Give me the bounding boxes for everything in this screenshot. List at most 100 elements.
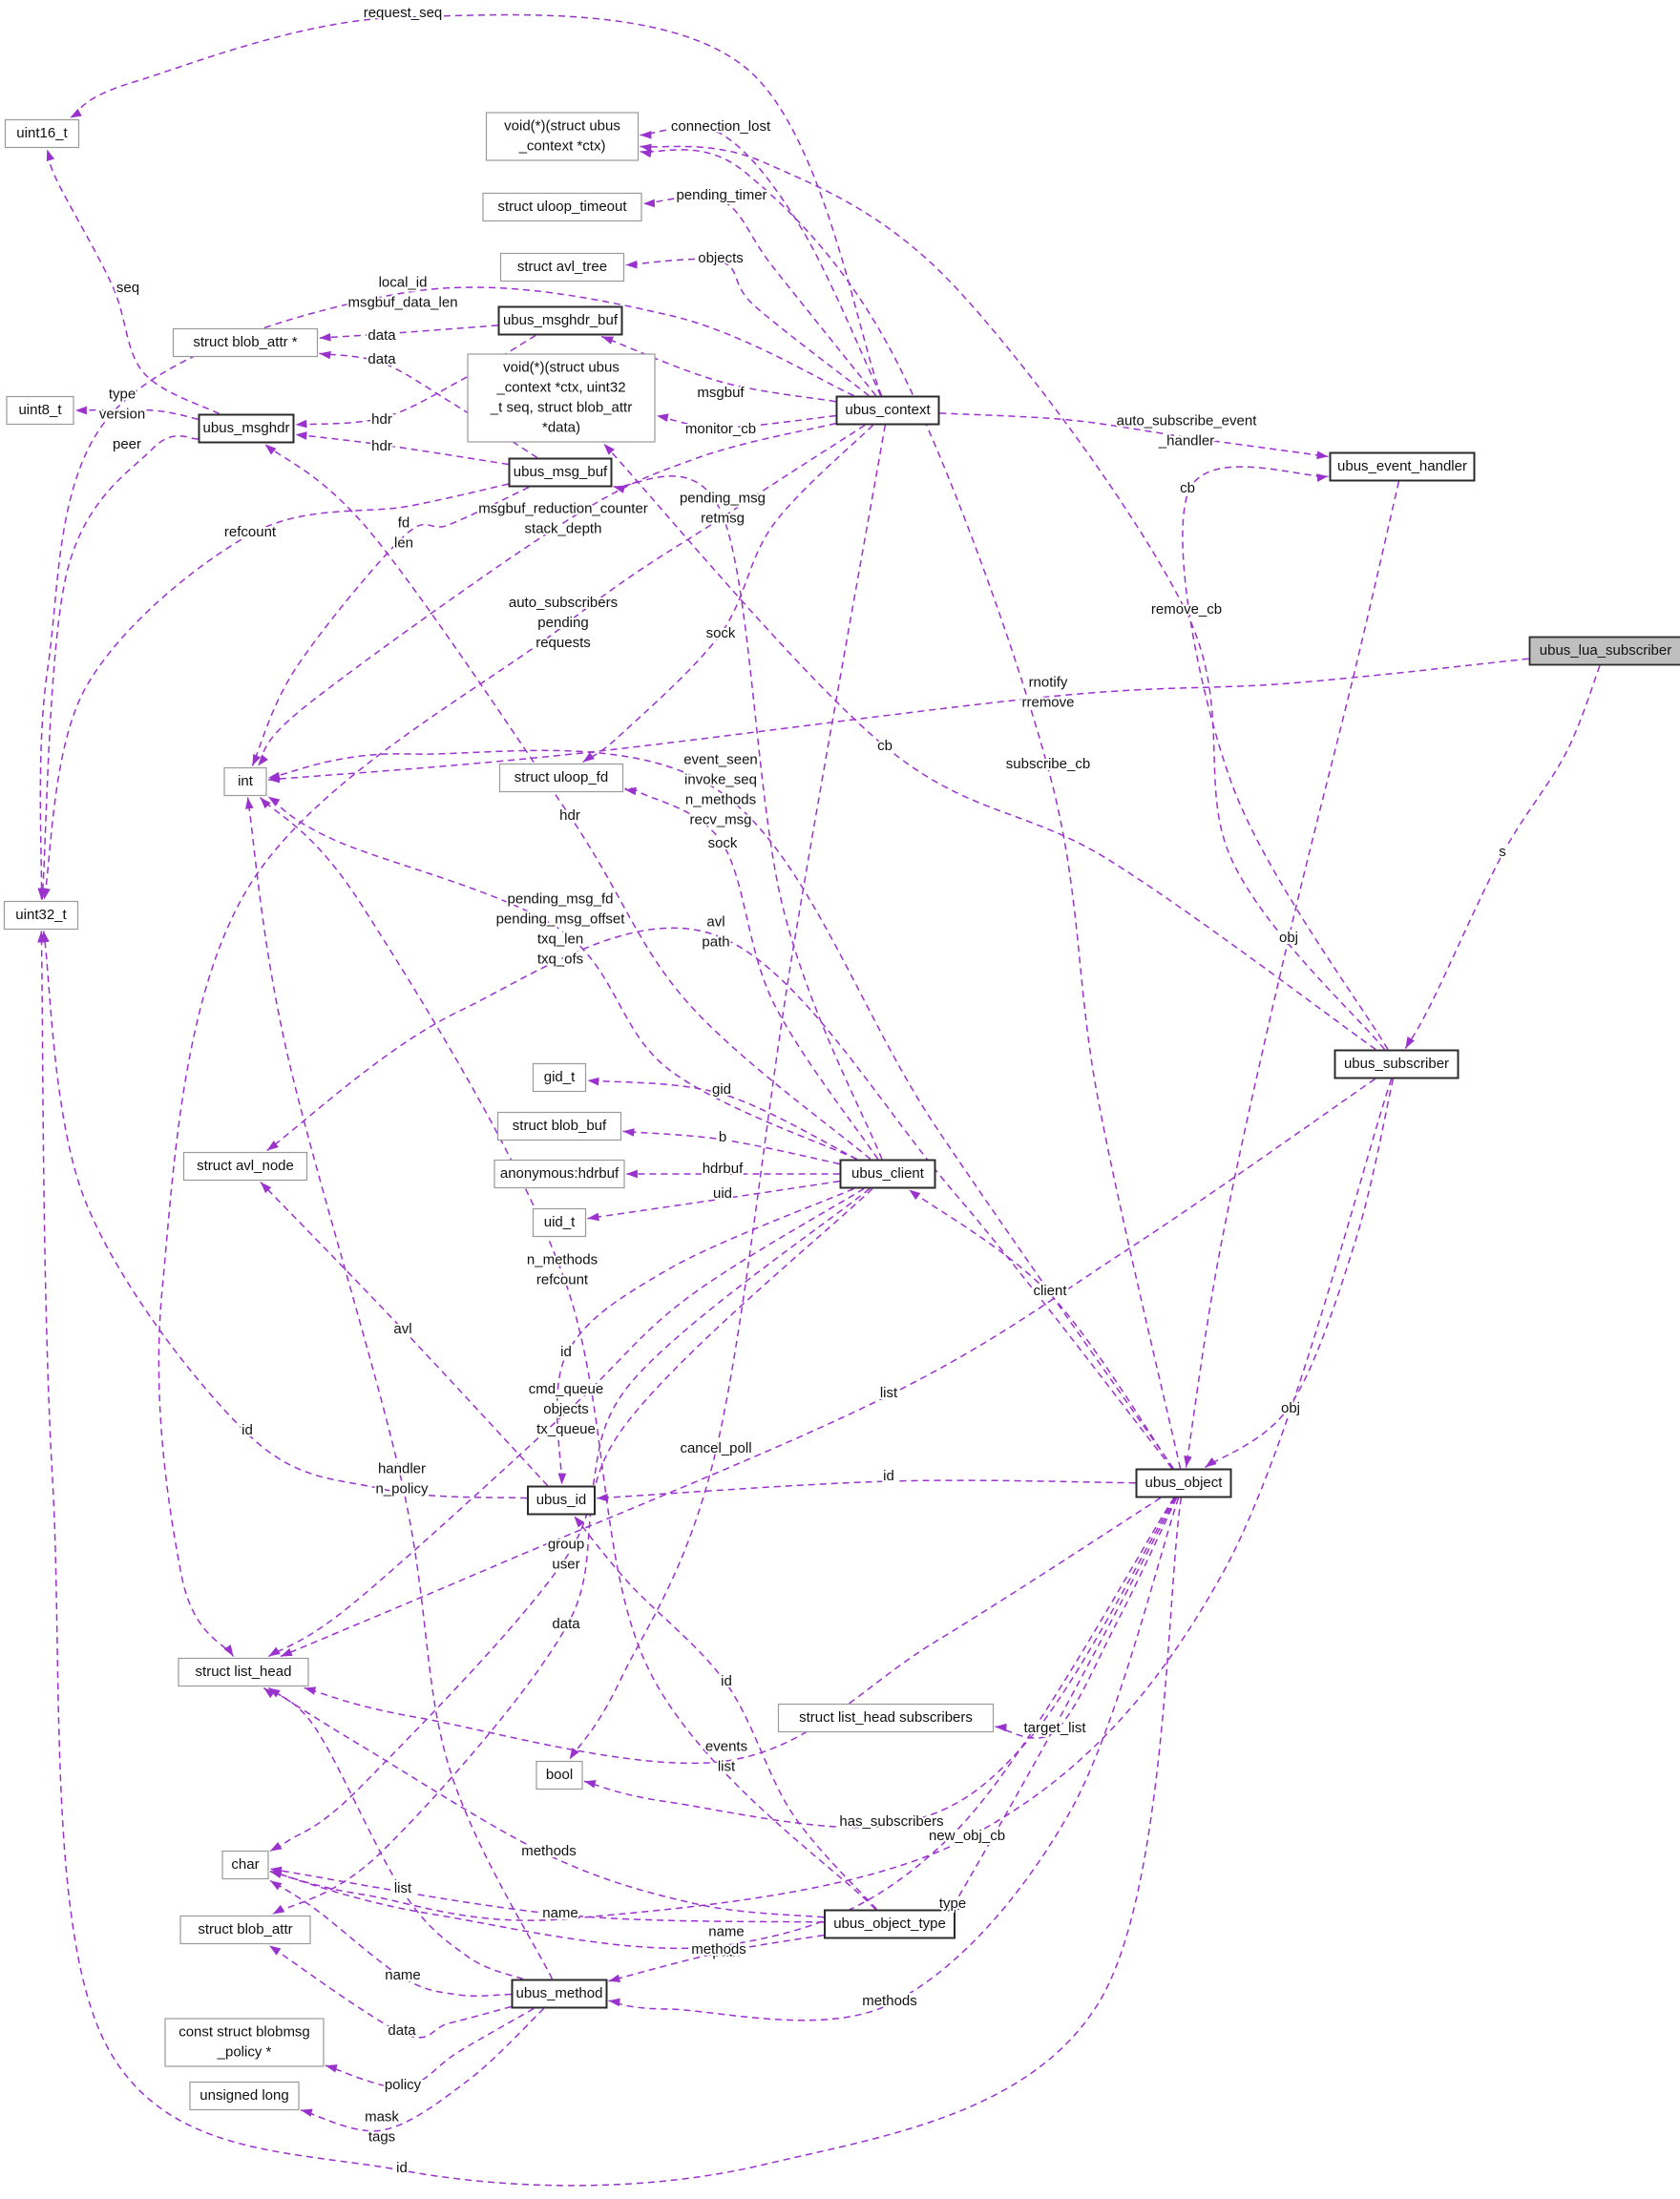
- node-uid_t[interactable]: uid_t: [532, 1207, 587, 1238]
- edge-ubus_client-ubus_msghdr: [264, 443, 872, 1161]
- node-ubus_id[interactable]: ubus_id: [527, 1485, 596, 1516]
- node-blob_attr_ptr[interactable]: struct blob_attr *: [172, 327, 319, 358]
- node-box-avl_node[interactable]: [182, 1151, 308, 1182]
- node-box-ubus_id[interactable]: [527, 1485, 596, 1516]
- node-blob_attr[interactable]: struct blob_attr: [179, 1915, 311, 1945]
- node-ubus_client[interactable]: ubus_client: [839, 1159, 936, 1189]
- node-box-anon_hdrbuf[interactable]: [494, 1159, 625, 1189]
- edge-ubus_context-uint16_t: [69, 13, 883, 396]
- node-box-int[interactable]: [223, 766, 267, 797]
- node-box-avl_tree[interactable]: [499, 252, 625, 283]
- edge-ubus_client-char: [269, 1187, 871, 1853]
- edge-ubus_subscriber-ubus_object: [1205, 1079, 1395, 1469]
- edge-ubus_context-uloop_timeout: [642, 195, 877, 396]
- node-msghdr_buf[interactable]: ubus_msghdr_buf: [497, 305, 623, 336]
- node-label-blobmsg_policy: const struct blobmsg_policy *: [178, 2023, 310, 2060]
- node-avl_tree[interactable]: struct avl_tree: [499, 252, 625, 283]
- node-box-ubus_object[interactable]: [1135, 1468, 1232, 1498]
- node-box-uloop_fd[interactable]: [498, 763, 624, 793]
- node-ubus_context[interactable]: ubus_context: [835, 395, 940, 426]
- node-box-fn_monitor[interactable]: [467, 353, 656, 443]
- edge-label-id: id: [560, 1344, 572, 1360]
- edge-ubus_object_type-list_head: [268, 1686, 825, 1918]
- node-fn_ctx[interactable]: void(*)(struct ubus_context *ctx): [485, 112, 640, 161]
- node-blob_buf[interactable]: struct blob_buf: [496, 1111, 622, 1141]
- node-box-blob_buf[interactable]: [496, 1111, 622, 1141]
- node-box-ubus_lua_subscriber[interactable]: [1528, 636, 1680, 666]
- node-label-unsigned_long: unsigned long: [200, 2087, 288, 2104]
- node-ubus_msg_buf[interactable]: ubus_msg_buf: [508, 457, 613, 488]
- node-box-ubus_subscriber[interactable]: [1334, 1049, 1460, 1079]
- node-box-msghdr_buf[interactable]: [497, 305, 623, 336]
- node-box-ubus_msg_buf[interactable]: [508, 457, 613, 488]
- node-box-uid_t[interactable]: [532, 1207, 587, 1238]
- edge-label-data: data: [388, 2022, 416, 2039]
- node-label-uint32_t: uint32_t: [15, 907, 67, 923]
- edge-label-peer: peer: [113, 436, 141, 452]
- node-uloop_fd[interactable]: struct uloop_fd: [498, 763, 624, 793]
- node-gid_t[interactable]: gid_t: [532, 1062, 587, 1093]
- node-box-uint32_t[interactable]: [3, 900, 79, 931]
- node-box-gid_t[interactable]: [532, 1062, 587, 1093]
- node-box-ubus_object_type[interactable]: [824, 1909, 956, 1939]
- edge-ubus_object-int: [267, 749, 1174, 1469]
- node-bool[interactable]: bool: [536, 1760, 583, 1791]
- node-box-uint8_t[interactable]: [6, 395, 74, 426]
- node-avl_node[interactable]: struct avl_node: [182, 1151, 308, 1182]
- edge-ubus_msghdr-uint32_t: [38, 435, 199, 900]
- edge-label-id: id: [721, 1673, 732, 1689]
- node-list_head_subscribers[interactable]: struct list_head subscribers: [777, 1703, 995, 1733]
- node-label-uloop_timeout: struct uloop_timeout: [497, 199, 627, 215]
- edge-label-sock: sock: [708, 835, 738, 851]
- node-fn_monitor[interactable]: void(*)(struct ubus_context *ctx, uint32…: [467, 353, 656, 443]
- node-box-ubus_client[interactable]: [839, 1159, 936, 1189]
- node-box-blobmsg_policy[interactable]: [164, 2018, 325, 2067]
- node-box-ubus_event_handler[interactable]: [1329, 451, 1476, 482]
- node-ubus_lua_subscriber[interactable]: ubus_lua_subscriber: [1528, 636, 1680, 666]
- node-ubus_object_type[interactable]: ubus_object_type: [824, 1909, 956, 1939]
- node-box-list_head[interactable]: [178, 1657, 309, 1687]
- node-list_head[interactable]: struct list_head: [178, 1657, 309, 1687]
- node-box-bool[interactable]: [536, 1760, 583, 1791]
- edge-label-obj: obj: [1279, 930, 1298, 946]
- edge-ubus_msg_buf-uint32_t: [42, 483, 509, 900]
- edge-label-new_obj_cb: new_obj_cb: [929, 1828, 1005, 1844]
- node-box-fn_ctx[interactable]: [485, 112, 640, 161]
- node-ubus_subscriber[interactable]: ubus_subscriber: [1334, 1049, 1460, 1079]
- node-ubus_object[interactable]: ubus_object: [1135, 1468, 1232, 1498]
- node-unsigned_long[interactable]: unsigned long: [189, 2081, 300, 2111]
- edge-ubus_id-uint32_t: [41, 931, 528, 1499]
- node-box-uint16_t[interactable]: [4, 118, 80, 149]
- edge-ubus_subscriber-ubus_event_handler: [1182, 466, 1389, 1050]
- node-box-char[interactable]: [221, 1850, 269, 1880]
- node-label-uid_t: uid_t: [544, 1214, 576, 1230]
- node-box-ubus_msghdr[interactable]: [198, 413, 295, 444]
- node-uloop_timeout[interactable]: struct uloop_timeout: [482, 192, 642, 222]
- node-ubus_msghdr[interactable]: ubus_msghdr: [198, 413, 295, 444]
- node-box-blob_attr_ptr[interactable]: [172, 327, 319, 358]
- node-box-unsigned_long[interactable]: [189, 2081, 300, 2111]
- node-anon_hdrbuf[interactable]: anonymous:hdrbuf: [494, 1159, 625, 1189]
- node-box-ubus_method[interactable]: [511, 1979, 608, 2009]
- node-uint16_t[interactable]: uint16_t: [4, 118, 80, 149]
- node-int[interactable]: int: [223, 766, 267, 797]
- node-char[interactable]: char: [221, 1850, 269, 1880]
- node-blobmsg_policy[interactable]: const struct blobmsg_policy *: [164, 2018, 325, 2067]
- node-ubus_event_handler[interactable]: ubus_event_handler: [1329, 451, 1476, 482]
- node-box-uloop_timeout[interactable]: [482, 192, 642, 222]
- edge-ubus_lua_subscriber-int: [267, 658, 1529, 784]
- node-label-list_head: struct list_head: [196, 1664, 292, 1680]
- node-box-blob_attr[interactable]: [179, 1915, 311, 1945]
- edge-ubus_client-gid_t: [587, 1077, 858, 1161]
- node-box-list_head_subscribers[interactable]: [777, 1703, 995, 1733]
- node-uint8_t[interactable]: uint8_t: [6, 395, 74, 426]
- node-uint32_t[interactable]: uint32_t: [3, 900, 79, 931]
- node-ubus_method[interactable]: ubus_method: [511, 1979, 608, 2009]
- node-box-ubus_context[interactable]: [835, 395, 940, 426]
